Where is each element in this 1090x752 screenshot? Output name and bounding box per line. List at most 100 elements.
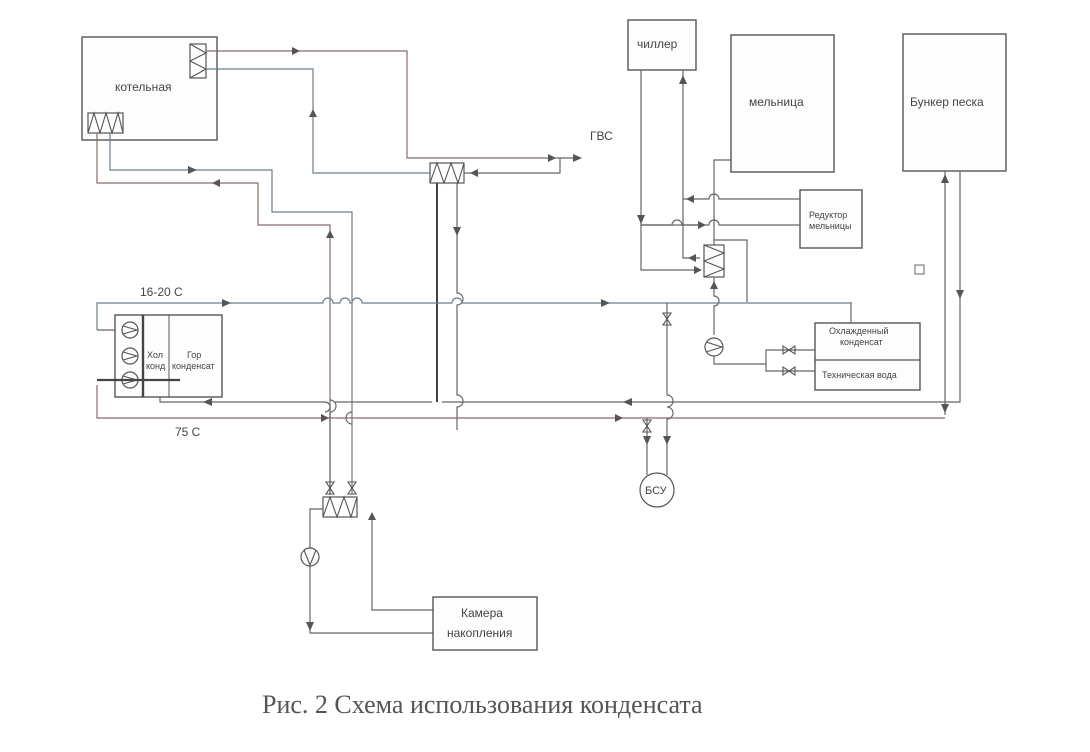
arrow-icon <box>601 299 610 307</box>
boiler-room-unit: котельная <box>81 36 218 141</box>
arrow-icon <box>686 195 694 203</box>
figure-caption: Рис. 2 Схема использования конденсата <box>262 690 703 719</box>
cold-temp-label: 16-20 С <box>140 285 183 299</box>
chamber-hx-outlet-pipe <box>309 508 323 548</box>
gvs-return-pipe <box>464 158 561 174</box>
valve-icon <box>782 365 796 377</box>
valve-icon <box>782 344 796 356</box>
arrow-icon <box>637 215 645 224</box>
valve-icon <box>346 481 358 495</box>
chiller-label: чиллер <box>637 37 678 51</box>
arrow-icon <box>643 436 651 445</box>
arrow-icon <box>694 266 702 274</box>
arrow-icon <box>698 221 706 229</box>
arrow-icon <box>326 230 334 238</box>
chamber-inlet-pipe <box>309 566 433 634</box>
return-pipe <box>206 68 430 174</box>
riser-crossing-2 <box>345 411 353 425</box>
pump-icon <box>121 321 140 339</box>
heat-exchanger-icon <box>322 495 358 519</box>
cold-condensate-label: Хол <box>147 350 163 360</box>
mill-unit: мельница <box>730 34 835 173</box>
arrow-icon <box>710 281 718 289</box>
arrow-icon <box>941 174 949 183</box>
bsu-unit: БСУ <box>639 472 675 508</box>
mill-label: мельница <box>749 95 804 109</box>
boiler-supply-pipe <box>109 133 353 495</box>
arrow-icon <box>222 299 231 307</box>
technical-water-label: Техническая вода <box>822 370 897 380</box>
arrow-icon <box>548 154 556 162</box>
arrow-icon <box>212 179 220 187</box>
bsu-label: БСУ <box>645 485 668 497</box>
arrow-icon <box>941 404 949 413</box>
cooled-condensate-label-2: конденсат <box>840 337 883 347</box>
marker-square <box>914 264 925 275</box>
pump-icon <box>300 547 320 567</box>
hot-return-header-pipe <box>200 401 625 413</box>
hot-condensate-label-2: конденсат <box>172 361 215 371</box>
mill-hx-pipe <box>714 239 748 302</box>
heat-exchanger-icon <box>87 110 124 135</box>
arrow-icon <box>679 75 687 84</box>
arrow-icon <box>573 154 582 162</box>
boiler-return-pipe <box>96 133 331 495</box>
chiller-return-pipe <box>682 70 700 259</box>
cooled-condensate-pipe <box>713 349 815 365</box>
boiler-room-label: котельная <box>115 80 171 94</box>
arrow-icon <box>188 166 197 174</box>
condensate-tank-unit: Охлажденный конденсат Техническая вода <box>814 322 921 391</box>
gearbox-supply-pipe <box>641 219 800 226</box>
hot-condensate-label: Гор <box>187 350 201 360</box>
cold-condensate-label-2: конд <box>146 361 166 371</box>
sand-bunker-label: Бункер песка <box>910 95 984 109</box>
chiller-outlet-pipe <box>640 70 700 226</box>
arrow-icon <box>663 436 671 445</box>
arrow-icon <box>956 290 964 299</box>
sand-bunker-unit: Бункер песка <box>902 33 1007 172</box>
technical-water-pipe <box>765 364 815 372</box>
accumulation-chamber-label-2: накопления <box>447 626 512 640</box>
gvs-hx-drop-pipe-lower <box>456 237 464 430</box>
hot-water-supply-label: ГВС <box>590 129 613 143</box>
arrow-icon <box>615 414 623 422</box>
arrow-icon <box>321 414 329 422</box>
valve-icon <box>641 419 653 433</box>
heat-exchanger-icon <box>702 244 726 278</box>
arrow-icon <box>623 398 632 406</box>
hot-header-pipe <box>96 385 945 419</box>
condensate-collector-unit: Хол конд Гор конденсат <box>97 314 223 398</box>
chiller-unit: чиллер <box>627 19 697 71</box>
mill-gearbox-label-2: мельницы <box>809 221 851 231</box>
arrow-icon <box>368 512 376 520</box>
chiller-outlet-lower <box>640 225 700 271</box>
arrow-icon <box>688 254 696 262</box>
hot-supply-pipe <box>206 50 557 159</box>
valve-icon <box>324 481 336 495</box>
bsu-supply-pipe <box>666 303 674 475</box>
arrow-icon <box>203 398 212 406</box>
arrow-icon <box>306 622 314 631</box>
arrow-icon <box>292 47 300 55</box>
arrow-icon <box>453 227 461 236</box>
cooled-condensate-label: Охлажденный <box>829 326 888 336</box>
mill-gearbox-unit: Редуктор мельницы <box>799 189 863 249</box>
arrow-icon <box>470 169 478 177</box>
gearbox-return-pipe <box>683 193 800 200</box>
mill-gearbox-label: Редуктор <box>809 210 847 220</box>
chamber-return-pipe <box>371 517 433 611</box>
cold-header-pipe <box>96 297 851 330</box>
valve-icon <box>661 312 673 326</box>
hx-pump-pipe <box>713 277 720 335</box>
accumulation-chamber-label: Камера <box>461 606 503 620</box>
pump-icon <box>121 347 140 365</box>
heat-exchanger-icon <box>429 161 465 185</box>
hot-temp-label: 75 С <box>175 425 201 439</box>
pump-icon <box>704 337 724 357</box>
accumulation-chamber-unit: Камера накопления <box>432 596 538 651</box>
mill-pipe <box>713 159 731 245</box>
sand-bunker-supply-pipe <box>625 171 961 403</box>
riser-crossing <box>329 399 337 495</box>
arrow-icon <box>309 109 317 117</box>
